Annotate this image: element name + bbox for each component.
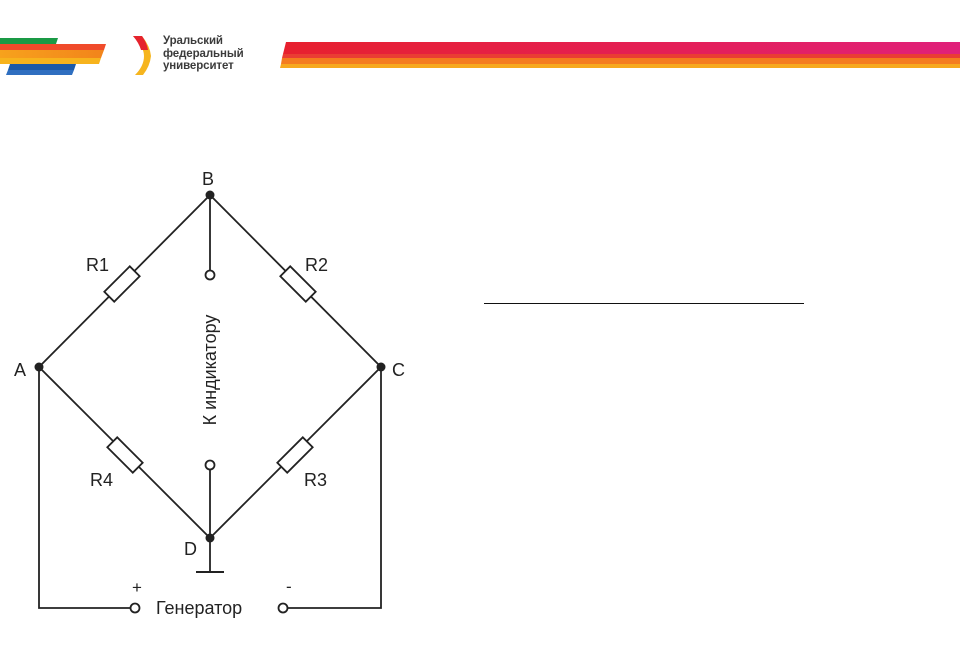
resistor-r1-label: R1 <box>86 255 109 275</box>
resistor-r3 <box>276 436 314 474</box>
node-a-dot <box>34 362 44 372</box>
resistor-r1 <box>103 265 141 303</box>
generator-label: Генератор <box>156 598 242 618</box>
logo-line-2: федеральный <box>163 47 244 60</box>
resistor-r3-label: R3 <box>304 470 327 490</box>
generator-terminal-minus <box>277 602 289 614</box>
header-stripes <box>0 36 960 75</box>
node-b-label: B <box>202 169 214 189</box>
node-c-label: C <box>392 360 405 380</box>
node-d-dot <box>205 533 215 543</box>
indicator-label: К индикатору <box>200 315 220 426</box>
wire-c-generator-minus <box>288 367 382 609</box>
left-color-stripes <box>0 38 106 75</box>
node-a-label: A <box>14 360 26 380</box>
indicator-terminal-bottom <box>204 459 216 471</box>
blank-answer-line <box>484 303 804 304</box>
wire-a-generator-plus <box>38 367 130 609</box>
generator-minus-label: - <box>286 577 292 596</box>
logo-line-3: университет <box>163 60 234 72</box>
generator-terminal-plus <box>129 602 141 614</box>
generator-plus-label: + <box>132 578 142 597</box>
resistor-r4-label: R4 <box>90 470 113 490</box>
slide-header: Уральский федеральный университет <box>0 0 960 110</box>
logo-line-1: Уральский <box>163 35 223 47</box>
node-b-dot <box>205 190 215 200</box>
resistor-r2-label: R2 <box>305 255 328 275</box>
right-color-stripes <box>280 42 960 68</box>
node-d-label: D <box>184 539 197 559</box>
indicator-terminal-top <box>204 269 216 281</box>
resistor-r2 <box>279 265 317 303</box>
resistor-r4 <box>106 436 144 474</box>
node-c-dot <box>376 362 386 372</box>
university-logo-text: Уральский федеральный университет <box>163 35 244 73</box>
ural-university-logo-mark <box>133 36 151 75</box>
